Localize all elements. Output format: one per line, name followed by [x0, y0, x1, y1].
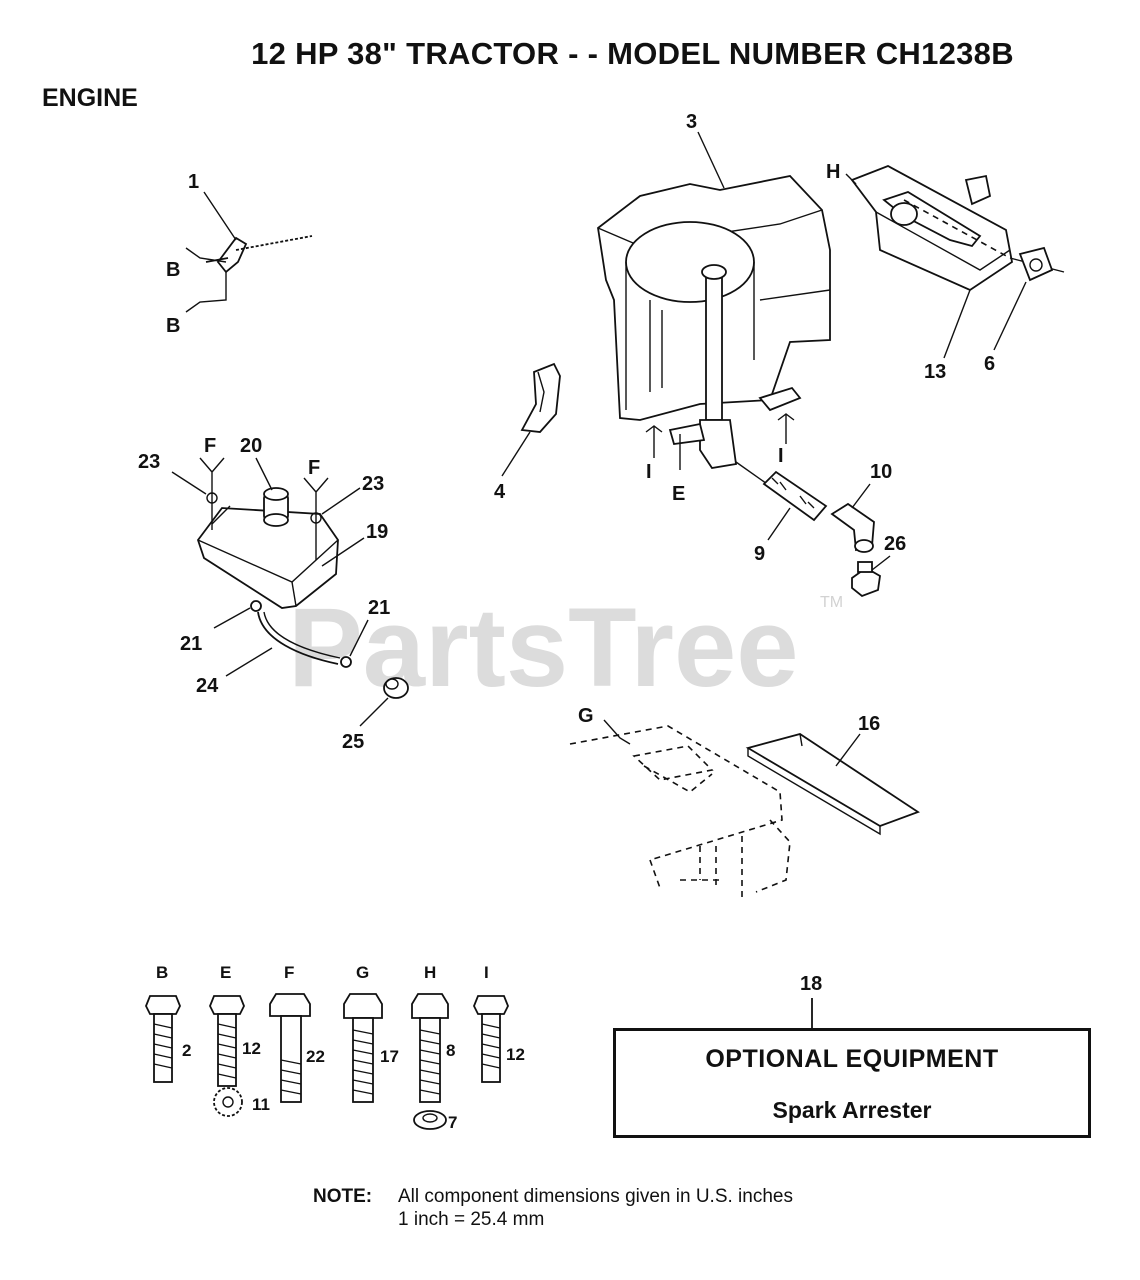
- callout-12-e: 12: [242, 1039, 261, 1058]
- callout-11: 11: [252, 1095, 270, 1114]
- pipe-nipple-part: [762, 470, 828, 522]
- section-title: ENGINE: [42, 84, 138, 112]
- callout-10: 10: [870, 461, 892, 483]
- fastener-key-b-1: B: [166, 259, 180, 281]
- bolt-h: [411, 993, 449, 1103]
- callout-4: 4: [494, 481, 506, 503]
- callout-19: 19: [366, 521, 388, 543]
- fuel-tank-part: [196, 505, 339, 609]
- callout-12-i: 12: [506, 1045, 525, 1064]
- bolt-e: [209, 995, 245, 1087]
- optional-equipment-title: OPTIONAL EQUIPMENT: [705, 1045, 999, 1073]
- fastener-key-h-1: H: [826, 161, 840, 183]
- hardware-header-i: I: [484, 963, 489, 982]
- watermark-tm: TM: [820, 594, 843, 611]
- bolt-i: [473, 995, 509, 1083]
- bolt-f: [269, 993, 311, 1103]
- hardware-header-f: F: [284, 963, 294, 982]
- hardware-header-g: G: [356, 963, 369, 982]
- fastener-key-f-1: F: [204, 435, 216, 457]
- hardware-header-b: B: [156, 963, 168, 982]
- fastener-key-b-2: B: [166, 315, 180, 337]
- callout-16: 16: [858, 713, 880, 735]
- callout-3: 3: [686, 111, 697, 133]
- callout-7: 7: [448, 1113, 457, 1132]
- hardware-header-h: H: [424, 963, 436, 982]
- callout-6: 6: [984, 353, 995, 375]
- callout-13: 13: [924, 361, 946, 383]
- bolt-b: [145, 995, 181, 1083]
- fastener-key-i-2: I: [778, 445, 784, 467]
- page-title: 12 HP 38" TRACTOR - - MODEL NUMBER CH123…: [251, 36, 1014, 71]
- fastener-key-i-1: I: [646, 461, 652, 483]
- fastener-key-e-1: E: [672, 483, 685, 505]
- fastener-key-g-1: G: [578, 705, 594, 727]
- note-label: NOTE:: [313, 1186, 373, 1207]
- heat-shield-part: [745, 733, 920, 836]
- muffler-part: [845, 165, 1065, 292]
- elbow-part: [830, 502, 875, 553]
- callout-26: 26: [884, 533, 906, 555]
- callout-23-left: 23: [138, 451, 160, 473]
- fuel-cap-part: [263, 487, 289, 527]
- callout-9: 9: [754, 543, 765, 565]
- callout-8: 8: [446, 1041, 455, 1060]
- star-washer: [213, 1087, 243, 1117]
- callout-2: 2: [182, 1041, 191, 1060]
- callout-18: 18: [800, 973, 822, 995]
- callout-24: 24: [196, 675, 219, 697]
- note-line-2: 1 inch = 25.4 mm: [398, 1209, 545, 1230]
- optional-equipment-item: Spark Arrester: [772, 1097, 932, 1123]
- throttle-control-part: [205, 235, 313, 274]
- fuel-filter-part: [383, 677, 409, 699]
- callout-17: 17: [380, 1047, 399, 1066]
- fastener-key-f-2: F: [308, 457, 320, 479]
- flat-washer: [413, 1110, 447, 1130]
- callout-21-left: 21: [180, 633, 202, 655]
- callout-1: 1: [188, 171, 199, 193]
- watermark: PartsTree: [288, 585, 799, 710]
- engine-part: [597, 175, 831, 469]
- frame-outline: [569, 725, 791, 902]
- hardware-header-e: E: [220, 963, 231, 982]
- callout-23-right: 23: [362, 473, 384, 495]
- callout-25: 25: [342, 731, 364, 753]
- callout-22: 22: [306, 1047, 325, 1066]
- callout-20: 20: [240, 435, 262, 457]
- note-line-1: All component dimensions given in U.S. i…: [398, 1186, 793, 1207]
- optional-equipment-box: [613, 1028, 1091, 1138]
- plug-part: [851, 561, 881, 598]
- callout-21-right: 21: [368, 597, 390, 619]
- bolt-g: [343, 993, 383, 1103]
- clip-part: [520, 362, 561, 433]
